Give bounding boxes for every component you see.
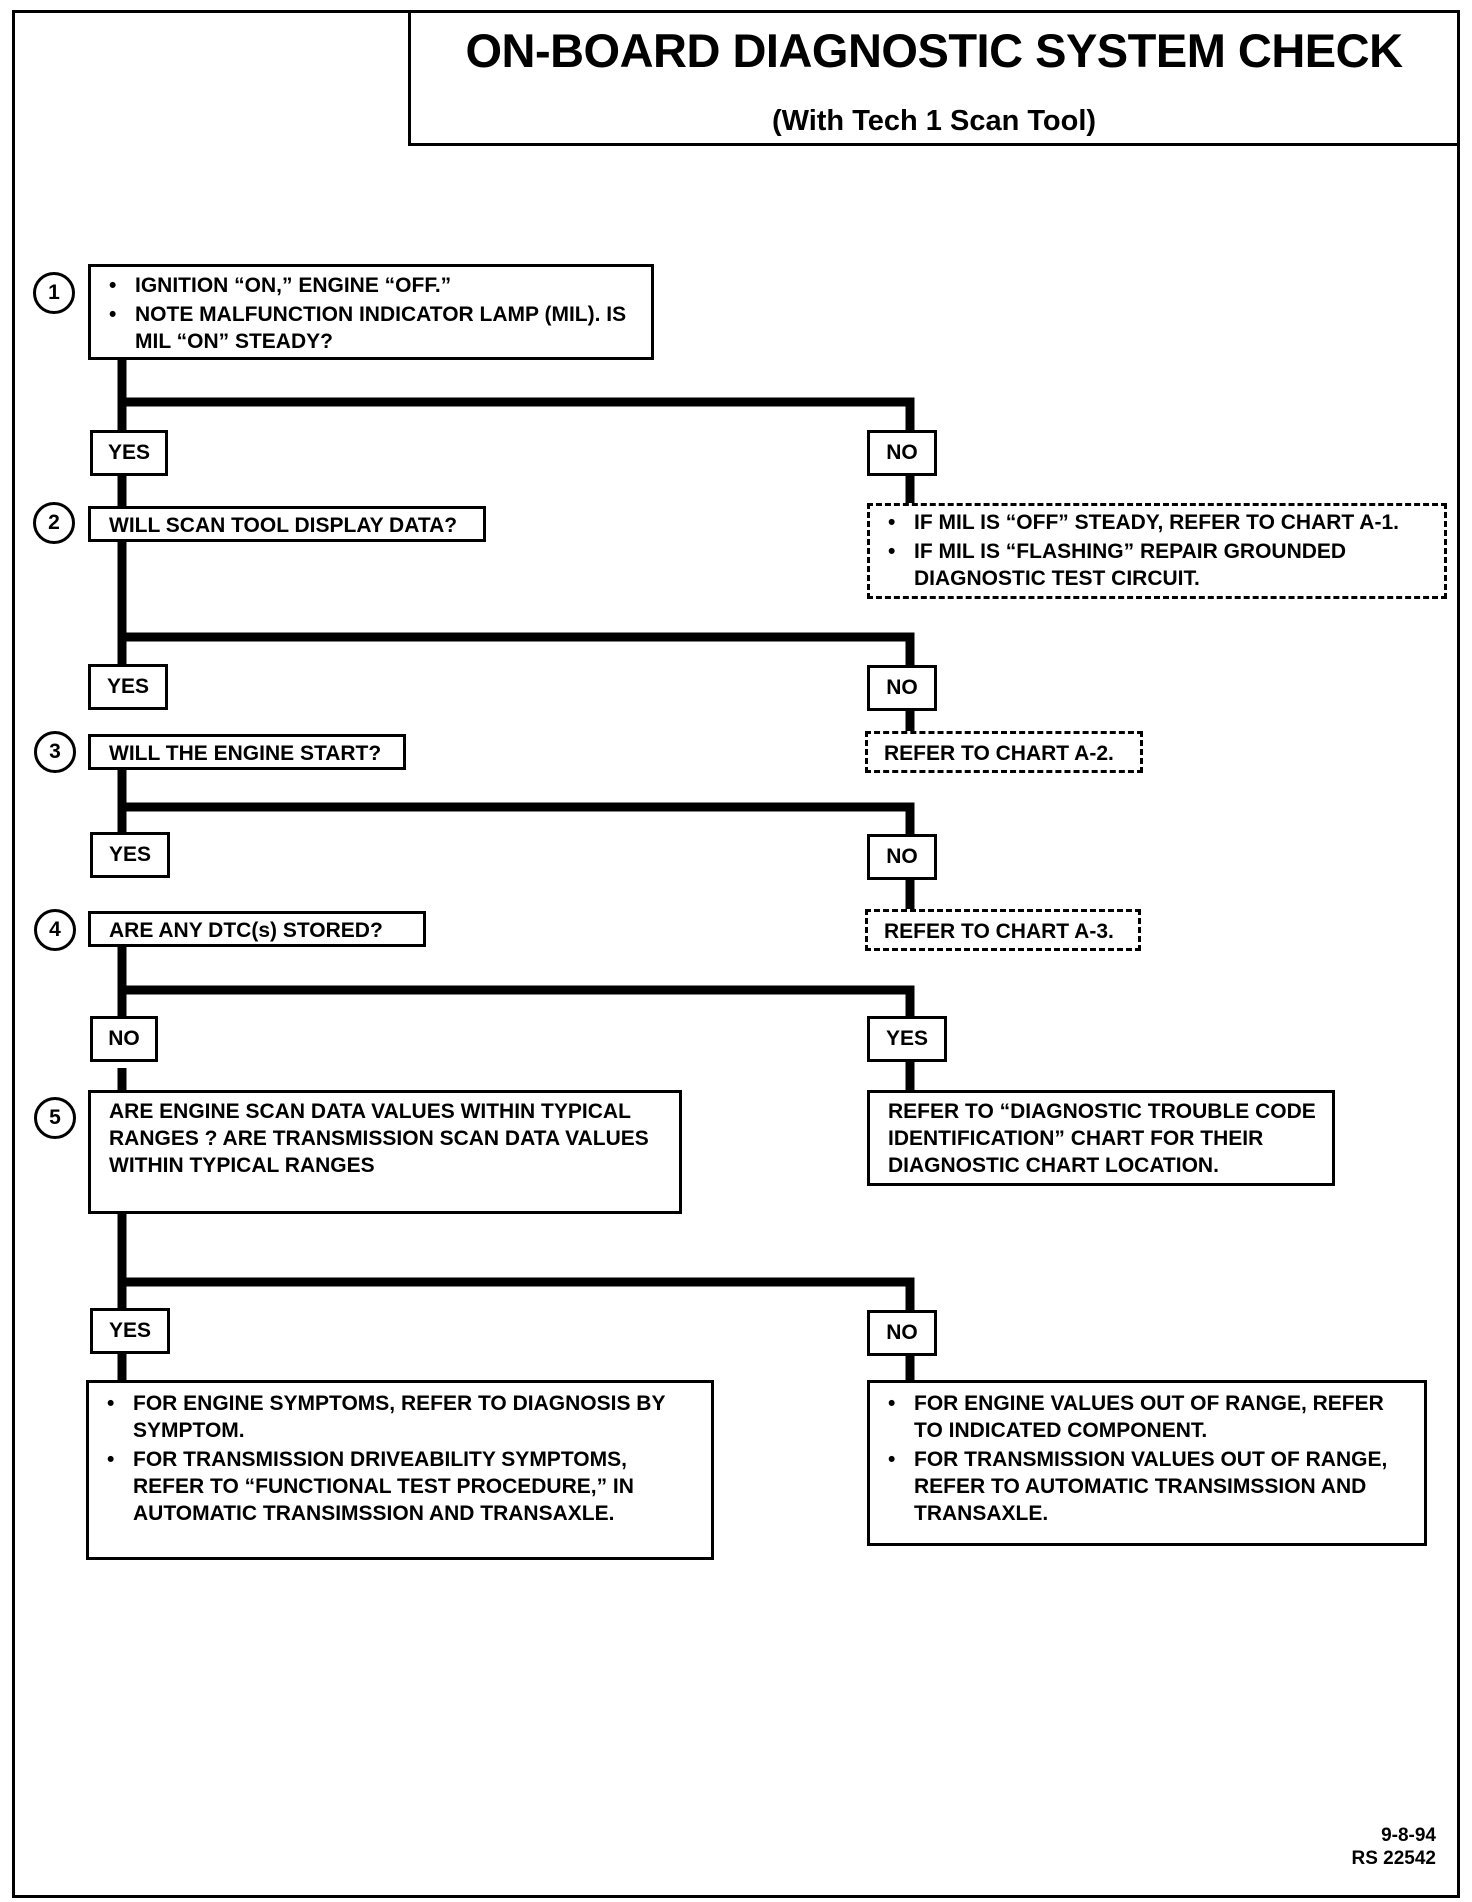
branch-4-right-label: YES [867,1016,947,1062]
branch-line-4 [122,985,915,1018]
page-title: ON-BOARD DIAGNOSTIC SYSTEM CHECK [465,24,1403,77]
step-number-2: 2 [33,502,75,544]
branch-1-right-label: NO [867,430,937,476]
step-2-box: WILL SCAN TOOL DISPLAY DATA? [88,506,486,542]
branch-4-left-label: NO [90,1016,158,1062]
step-number-5: 5 [34,1097,76,1139]
footer-ref-number: RS 22542 [1351,1848,1436,1869]
step-5-no-line-1: FOR ENGINE VALUES OUT OF RANGE, REFER TO… [888,1390,1410,1444]
step-5-no-outcome: FOR ENGINE VALUES OUT OF RANGE, REFER TO… [867,1380,1427,1546]
step-1-box: IGNITION “ON,” ENGINE “OFF.” NOTE MALFUN… [88,264,654,360]
title-box: ON-BOARD DIAGNOSTIC SYSTEM CHECK (With T… [408,10,1460,146]
branch-line-3 [122,802,915,835]
footer-date: 9-8-94 [1381,1825,1436,1846]
step-1-line-1: IGNITION “ON,” ENGINE “OFF.” [109,272,639,299]
step-number-4: 4 [34,909,76,951]
step-3-no-outcome: REFER TO CHART A-3. [865,909,1141,951]
page-subtitle: (With Tech 1 Scan Tool) [771,105,1097,137]
step-1-no-outcome: IF MIL IS “OFF” STEADY, REFER TO CHART A… [867,503,1447,599]
branch-2-right-label: NO [867,665,937,711]
step-5-box: ARE ENGINE SCAN DATA VALUES WITHIN TYPIC… [88,1090,682,1214]
step-number-3: 3 [34,731,76,773]
step-5-yes-outcome: FOR ENGINE SYMPTOMS, REFER TO DIAGNOSIS … [86,1380,714,1560]
step-5-no-line-2: FOR TRANSMISSION VALUES OUT OF RANGE, RE… [888,1446,1410,1527]
branch-line-5 [122,1277,915,1311]
footer-reference: 9-8-94 RS 22542 [1351,1824,1436,1870]
branch-5-left-label: YES [90,1308,170,1354]
step-number-1: 1 [33,272,75,314]
branch-3-right-label: NO [867,834,937,880]
step-5-yes-line-1: FOR ENGINE SYMPTOMS, REFER TO DIAGNOSIS … [107,1390,697,1444]
step-1-line-2: NOTE MALFUNCTION INDICATOR LAMP (MIL). I… [109,301,635,355]
branch-line-1 [122,397,915,432]
branch-1-left-label: YES [90,430,168,476]
step-1-no-line-2: IF MIL IS “FLASHING” REPAIR GROUNDED DIA… [888,538,1414,592]
step-1-no-line-1: IF MIL IS “OFF” STEADY, REFER TO CHART A… [888,509,1432,536]
step-2-no-outcome: REFER TO CHART A-2. [865,731,1143,773]
step-3-box: WILL THE ENGINE START? [88,734,406,770]
step-5-yes-line-2: FOR TRANSMISSION DRIVEABILITY SYMPTOMS, … [107,1446,697,1527]
branch-line-2 [122,632,915,666]
step-4-yes-outcome: REFER TO “DIAGNOSTIC TROUBLE CODE IDENTI… [867,1090,1335,1186]
branch-5-right-label: NO [867,1310,937,1356]
branch-3-left-label: YES [90,832,170,878]
step-4-box: ARE ANY DTC(s) STORED? [88,911,426,947]
branch-2-left-label: YES [88,664,168,710]
